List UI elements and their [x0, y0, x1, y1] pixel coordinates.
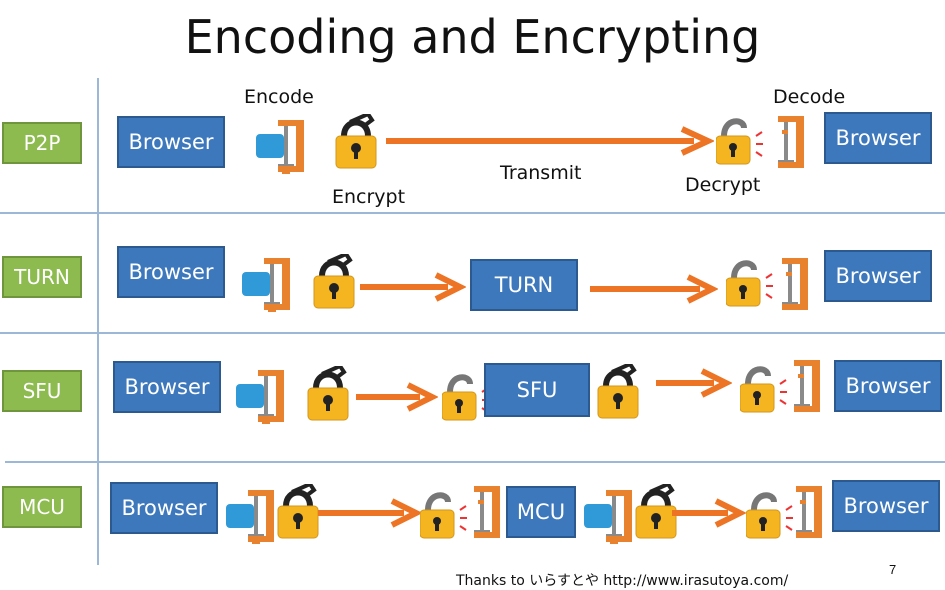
encode-clamp-icon [256, 120, 304, 174]
row-divider [5, 461, 945, 463]
vertical-divider [97, 78, 99, 565]
transmit-arrow [356, 382, 438, 412]
mcu-server-node: MCU [506, 486, 576, 538]
browser-node: Browser [110, 482, 218, 534]
transmit-arrow [360, 272, 466, 302]
open-lock-icon [740, 362, 790, 414]
decrypt-label: Decrypt [685, 174, 761, 196]
decode-clamp-icon [796, 486, 822, 538]
encode-clamp-icon [584, 490, 632, 544]
decode-clamp-icon [474, 486, 500, 538]
sfu-server-node: SFU [484, 363, 590, 417]
browser-node: Browser [117, 116, 225, 168]
decode-clamp-icon [794, 360, 820, 412]
encode-clamp-icon [236, 370, 284, 424]
transmit-arrow [386, 126, 714, 156]
transmit-label: Transmit [500, 162, 582, 184]
decode-clamp-icon [782, 258, 808, 310]
encrypt-label: Encrypt [332, 186, 406, 208]
open-lock-icon [726, 256, 776, 308]
closed-lock-icon [276, 484, 322, 540]
transmit-arrow [318, 498, 422, 528]
row-divider [0, 332, 945, 334]
browser-node: Browser [824, 250, 932, 302]
row-label-p2p: P2P [2, 122, 82, 164]
transmit-arrow [656, 368, 732, 398]
encode-clamp-icon [242, 258, 290, 312]
closed-lock-icon [312, 254, 358, 310]
closed-lock-icon [596, 364, 642, 420]
turn-server-node: TURN [470, 259, 578, 311]
closed-lock-icon [306, 366, 352, 422]
browser-node: Browser [117, 246, 225, 298]
row-divider [0, 212, 945, 214]
browser-node: Browser [113, 361, 221, 413]
browser-node: Browser [832, 480, 940, 532]
encode-label: Encode [244, 86, 314, 108]
open-lock-icon [716, 114, 766, 166]
page-title: Encoding and Encrypting [184, 10, 761, 64]
page-number: 7 [889, 562, 897, 577]
transmit-arrow [672, 498, 746, 528]
row-label-turn: TURN [2, 256, 82, 298]
credit-footer: Thanks to いらすとや http://www.irasutoya.com… [456, 573, 789, 589]
transmit-arrow [590, 274, 718, 304]
open-lock-icon [420, 488, 470, 540]
browser-node: Browser [824, 112, 932, 164]
decode-clamp-icon [778, 116, 804, 168]
row-label-sfu: SFU [2, 370, 82, 412]
browser-node: Browser [834, 360, 942, 412]
encode-clamp-icon [226, 490, 274, 544]
decode-label: Decode [773, 86, 846, 108]
row-label-mcu: MCU [2, 486, 82, 528]
closed-lock-icon [334, 114, 380, 170]
